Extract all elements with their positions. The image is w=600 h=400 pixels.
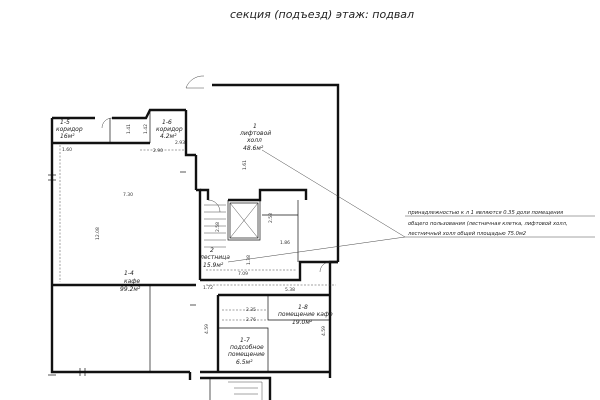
dim-label: 12.08 xyxy=(95,227,101,240)
room-name: лифтовой xyxy=(239,130,271,137)
room-area: 4.2м² xyxy=(160,133,177,140)
dim-label: 1.41 xyxy=(126,124,132,134)
section-label: секция (подъезд) - xyxy=(230,8,340,21)
room-name-2: помещение xyxy=(228,351,265,358)
stair-treads xyxy=(204,204,226,248)
dim-label: 1.42 xyxy=(143,124,149,134)
dim-label: 2.58 xyxy=(215,222,221,232)
door-arcs xyxy=(101,75,331,273)
room-name: подсобное xyxy=(230,344,264,351)
note-line-2: общего пользования (лестничная клетка, л… xyxy=(408,221,568,227)
interior-walls xyxy=(52,110,338,400)
room-2: 2 лестница 15.9м² xyxy=(199,247,230,269)
dim-label: 5.38 xyxy=(285,287,295,293)
elevator-shaft-icon xyxy=(229,202,259,239)
room-number: 2 xyxy=(210,247,214,254)
room-area: 99.2м² xyxy=(120,286,141,293)
dim-label: 4.59 xyxy=(321,326,327,336)
room-number: 1 xyxy=(253,123,257,130)
room-1-6: 1-6 коридор 4.2м² xyxy=(156,119,183,140)
room-number: 1-6 xyxy=(162,119,172,126)
room-area: 19.0м² xyxy=(292,319,313,326)
room-1-4: 1-4 кафе 99.2м² xyxy=(120,270,141,293)
dim-label: 1.60 xyxy=(62,147,72,153)
room-number: 1-8 xyxy=(298,304,308,311)
dim-label: 1.61 xyxy=(242,160,248,170)
room-1: 1 лифтовой холл 48.6м² xyxy=(239,123,271,152)
ownership-note: принадлежностью к л 1 являются 0.35 доли… xyxy=(405,210,595,238)
dim-label: 1.38 xyxy=(246,255,252,265)
dim-label: 2.76 xyxy=(246,317,256,323)
window-marks xyxy=(48,171,196,376)
room-number: 1-5 xyxy=(60,119,70,126)
dim-label: 2.35 xyxy=(246,307,256,313)
floor-label: этаж: подвал xyxy=(336,8,414,21)
dim-label: 7.09 xyxy=(238,271,248,277)
dimension-lines xyxy=(59,145,336,321)
room-area: 48.6м² xyxy=(243,145,264,152)
room-name: коридор xyxy=(156,126,183,133)
room-number: 1-7 xyxy=(240,337,250,344)
room-area: 16м² xyxy=(60,133,75,140)
room-number: 1-4 xyxy=(124,270,134,277)
room-name: лестница xyxy=(199,254,230,261)
room-name: помещение кафе xyxy=(278,311,333,318)
outer-walls xyxy=(50,83,340,380)
dim-label: 2.90 xyxy=(153,148,163,154)
room-1-7: 1-7 подсобное помещение 6.5м² xyxy=(228,337,265,366)
note-line-3: лестничный холл общей площадью 75.0м2 xyxy=(407,231,526,237)
note-leader-lines xyxy=(227,149,406,263)
room-area: 6.5м² xyxy=(236,359,253,366)
note-line-1: принадлежностью к л 1 являются 0.35 доли… xyxy=(408,210,563,216)
room-area: 15.9м² xyxy=(203,262,224,269)
room-1-5: 1-5 коридор 16м² xyxy=(56,119,83,140)
dimension-labels: 1.60 1.41 1.42 2.93 2.90 7.30 12.08 1.61… xyxy=(62,124,327,336)
room-1-8: 1-8 помещение кафе 19.0м² xyxy=(278,304,333,326)
room-name: коридор xyxy=(56,126,83,133)
dim-label: 4.59 xyxy=(204,324,210,334)
room-name-2: холл xyxy=(246,137,262,144)
dim-label: 2.93 xyxy=(175,140,185,146)
dim-label: 2.58 xyxy=(268,213,274,223)
dim-label: 1.72 xyxy=(203,285,213,291)
dim-label: 7.30 xyxy=(123,192,133,198)
room-name: кафе xyxy=(124,278,140,285)
dim-label: 1.86 xyxy=(280,240,290,246)
